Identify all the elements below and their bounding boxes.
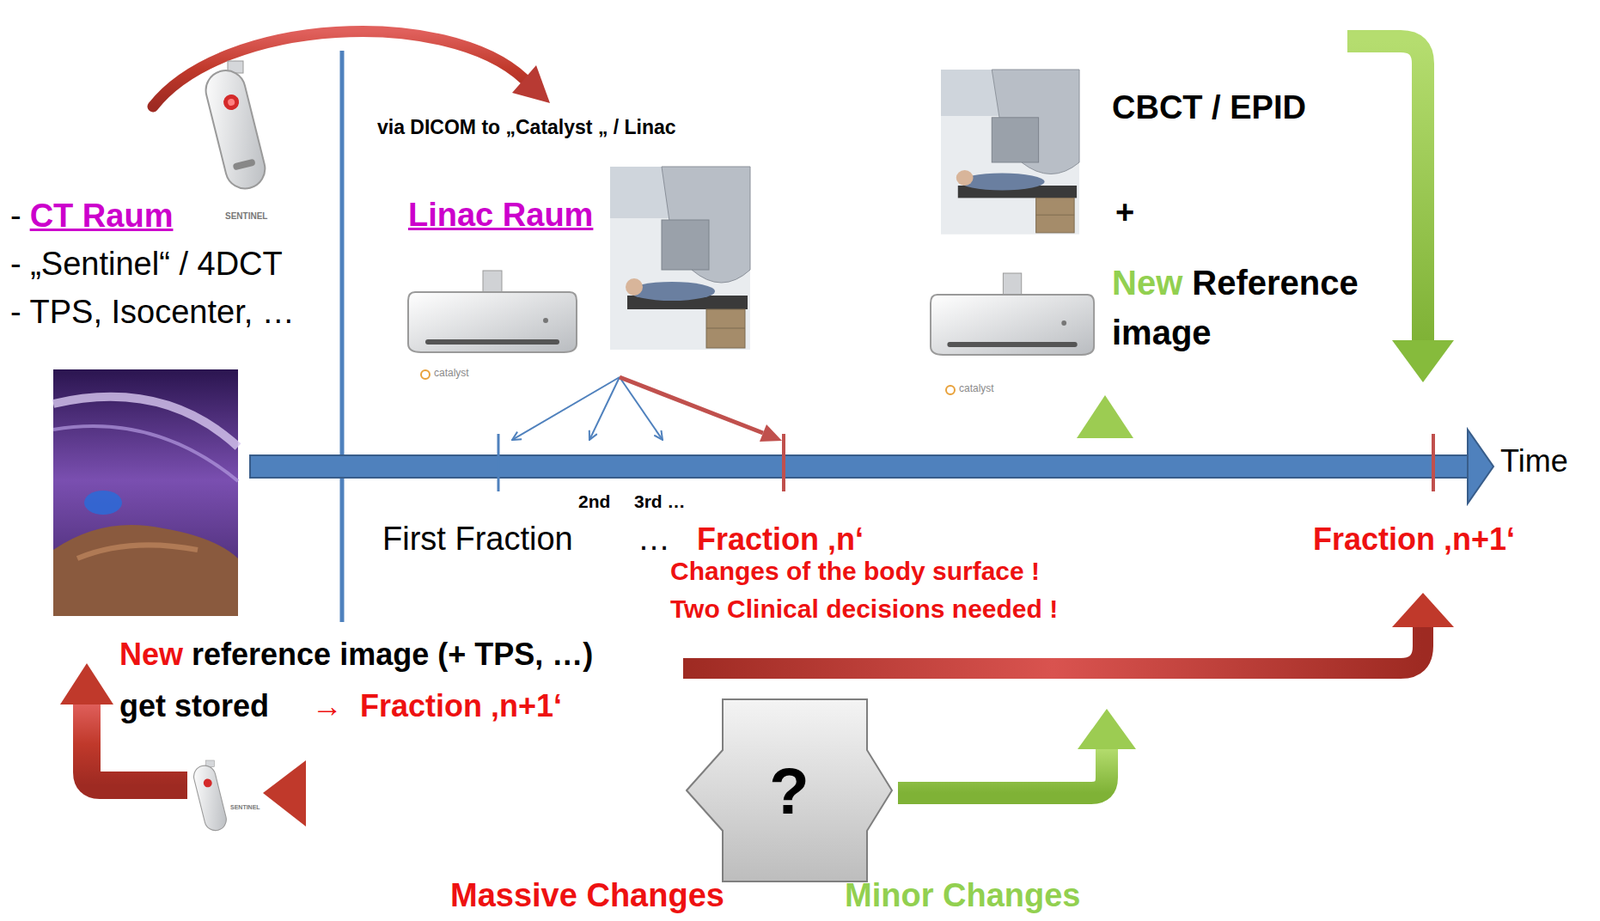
ct-scanner-photo bbox=[53, 369, 239, 617]
text-group: Newreference image (+ TPS, …) bbox=[119, 635, 593, 673]
green-arrow bbox=[1076, 395, 1134, 641]
label-text: catalyst bbox=[433, 367, 470, 380]
decision-box: ? bbox=[685, 698, 893, 883]
label-text: + bbox=[1115, 194, 1135, 233]
label-text: CBCT / EPID bbox=[1111, 89, 1307, 128]
node-text: ? bbox=[769, 753, 809, 829]
sentinel-device bbox=[201, 61, 270, 193]
label-text: Two Clinical decisions needed ! bbox=[670, 594, 1058, 625]
catalyst-logo bbox=[946, 385, 955, 395]
red-arrow bbox=[60, 663, 188, 786]
tick-mark bbox=[497, 433, 501, 492]
catalyst-logo bbox=[421, 370, 430, 379]
label-text: SENTINEL bbox=[225, 211, 268, 222]
label-text: CT Raum bbox=[30, 197, 174, 234]
label-text: Time bbox=[1500, 443, 1569, 479]
label-text: Fraction ‚n+1‘ bbox=[1312, 521, 1515, 557]
label-text: catalyst bbox=[958, 383, 995, 396]
label-text: Fraction ‚n+1‘ bbox=[360, 688, 562, 724]
sentinel-device bbox=[191, 760, 229, 833]
label-text: Fraction ‚n‘ bbox=[696, 521, 864, 557]
label-text: SENTINEL bbox=[230, 804, 261, 812]
linac-photo bbox=[610, 166, 751, 350]
label-text: - „Sentinel“ / 4DCT bbox=[10, 245, 283, 284]
label-text: → bbox=[311, 688, 343, 724]
label-text: New bbox=[1111, 263, 1183, 302]
separator-line bbox=[340, 50, 345, 623]
fraction-pointers bbox=[512, 377, 782, 442]
label-text: - bbox=[10, 197, 22, 234]
label-text: Linac Raum bbox=[408, 196, 593, 235]
label-text: … bbox=[637, 520, 671, 559]
catalyst-device bbox=[408, 270, 577, 353]
label-text: 2nd bbox=[578, 491, 611, 513]
label-text: - TPS, Isocenter, … bbox=[10, 293, 295, 332]
green-arrow bbox=[897, 708, 1136, 794]
label-text: reference image (+ TPS, …) bbox=[191, 636, 593, 672]
catalyst-device bbox=[930, 273, 1094, 355]
linac-photo bbox=[940, 69, 1080, 235]
text-group: NewReference image bbox=[1111, 257, 1405, 358]
green-arrow bbox=[1347, 41, 1454, 383]
timeline-arrow bbox=[250, 429, 1494, 504]
label-text: get stored bbox=[119, 688, 269, 724]
label-text: Minor Changes bbox=[844, 877, 1081, 916]
label-text: via DICOM to „Catalyst „ / Linac bbox=[377, 116, 677, 139]
label-text: First Fraction bbox=[382, 520, 574, 559]
label-text: 3rd … bbox=[634, 491, 686, 513]
tick-mark bbox=[781, 433, 786, 492]
text-group: get stored → Fraction ‚n+1‘ bbox=[119, 687, 562, 725]
text-group: -CT Raum bbox=[10, 196, 173, 237]
label-text: Massive Changes bbox=[450, 877, 725, 916]
label-text: New bbox=[119, 636, 184, 672]
red-arrow bbox=[262, 760, 671, 827]
label-text: Changes of the body surface ! bbox=[670, 556, 1040, 587]
tick-mark bbox=[1431, 433, 1436, 492]
